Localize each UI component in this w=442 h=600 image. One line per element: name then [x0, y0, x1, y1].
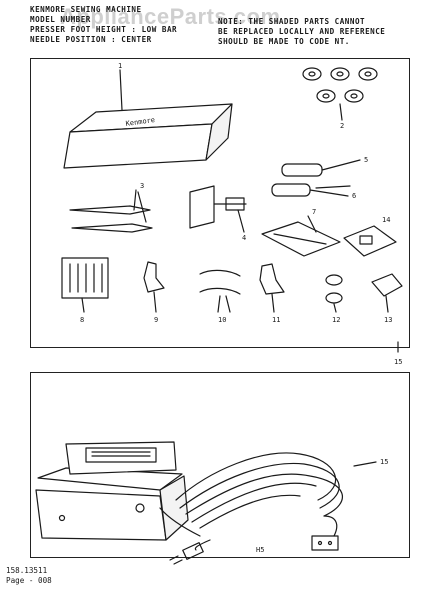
callout-12: 12 — [332, 316, 340, 324]
callout-15-bottom: 15 — [380, 458, 388, 466]
footer: 158.13511 Page - 008 — [6, 566, 52, 586]
callout-14: 14 — [382, 216, 390, 224]
callout-2: 2 — [340, 122, 344, 130]
presser-plate-drawing — [261, 215, 341, 257]
callout-1: 1 — [118, 62, 122, 70]
callout-13: 13 — [384, 316, 392, 324]
callout-10: 10 — [218, 316, 226, 324]
callout-6: 6 — [352, 192, 356, 200]
header-line: PRESSER FOOT HEIGHT : LOW BAR — [30, 25, 178, 34]
feed-cover-drawing — [371, 273, 403, 313]
seam-ripper-drawing — [69, 189, 153, 233]
bracket-drawing — [189, 185, 247, 233]
callout-5: 5 — [364, 156, 368, 164]
foot-controller-drawing — [35, 441, 189, 541]
callout-15-top: 15 — [394, 358, 402, 366]
header-line: KENMORE SEWING MACHINE — [30, 5, 142, 14]
callout-3: 3 — [140, 182, 144, 190]
foot-control-frame — [30, 372, 410, 558]
header-note-line: NOTE: THE SHADED PARTS CANNOT — [218, 17, 366, 26]
accessory-box-drawing — [63, 69, 233, 169]
callout-11: 11 — [272, 316, 280, 324]
callout-9: 9 — [154, 316, 158, 324]
throat-plate-drawing — [343, 225, 397, 257]
screwdrivers-drawing — [271, 159, 361, 197]
drawing-id: H5 — [256, 546, 264, 554]
power-cord-drawing — [159, 452, 377, 565]
header-line: MODEL NUMBER — [30, 15, 91, 24]
accessories-frame — [30, 58, 410, 348]
header-note-line: SHOULD BE MADE TO CODE NT. — [218, 37, 350, 46]
callout-8: 8 — [80, 316, 84, 324]
callout-4: 4 — [242, 234, 246, 242]
callout-7: 7 — [312, 208, 316, 216]
hemmer-feet-drawing — [199, 269, 241, 313]
zipper-foot-drawing — [259, 263, 285, 313]
page-number: Page - 008 — [6, 576, 52, 585]
spool-caps-drawing — [325, 274, 343, 313]
model-code: 158.13511 — [6, 566, 48, 575]
presser-foot-9-drawing — [143, 261, 165, 313]
header-left: KENMORE SEWING MACHINE MODEL NUMBER PRES… — [30, 5, 177, 45]
header-line: NEEDLE POSITION : CENTER — [30, 35, 152, 44]
header-right: NOTE: THE SHADED PARTS CANNOT BE REPLACE… — [218, 17, 385, 47]
watermark: ApplianceParts.com — [60, 4, 281, 29]
header-note-line: BE REPLACED LOCALLY AND REFERENCE — [218, 27, 386, 36]
bobbins-drawing — [302, 67, 378, 121]
needle-pack-drawing — [61, 257, 109, 313]
